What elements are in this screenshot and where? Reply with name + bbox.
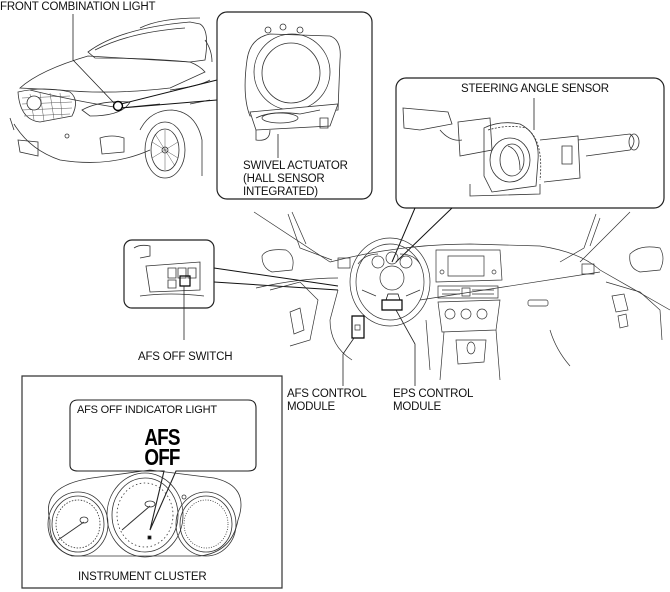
label-instrument-cluster: INSTRUMENT CLUSTER bbox=[78, 571, 207, 583]
label-swivel-actuator-line3: INTEGRATED) bbox=[243, 186, 318, 198]
leader-swivel-top bbox=[121, 80, 217, 104]
label-eps-control-module: EPS CONTROL MODULE bbox=[393, 388, 473, 414]
label-front-combination-light: FRONT COMBINATION LIGHT bbox=[0, 1, 156, 13]
label-afs-control-module: AFS CONTROL MODULE bbox=[287, 388, 367, 414]
leader-front-combination-light bbox=[73, 14, 115, 104]
swivel-actuator-detail-box bbox=[217, 12, 372, 199]
leader-afs-switch-top bbox=[214, 268, 338, 286]
leader-afs-switch-bottom bbox=[214, 282, 338, 290]
label-steering-angle-sensor: STEERING ANGLE SENSOR bbox=[461, 83, 609, 95]
label-afs-off-switch: AFS OFF SWITCH bbox=[138, 351, 233, 363]
afs-off-switch-illustration bbox=[134, 245, 204, 340]
label-swivel-actuator-line1: SWIVEL ACTUATOR bbox=[243, 160, 348, 172]
afs-off-indicator-symbol: AFS OFF bbox=[126, 424, 198, 470]
label-afs-off-indicator-light: AFS OFF INDICATOR LIGHT bbox=[77, 404, 217, 416]
dashboard-illustration bbox=[254, 212, 670, 380]
indicator-symbol-line1: AFS bbox=[144, 424, 180, 450]
label-swivel-actuator: SWIVEL ACTUATOR (HALL SENSOR INTEGRATED) bbox=[243, 160, 348, 199]
indicator-callout-bubble bbox=[70, 400, 256, 530]
steering-angle-sensor-detail-box bbox=[396, 78, 664, 208]
label-afs-control-module-line2: MODULE bbox=[287, 401, 336, 413]
label-afs-control-module-line1: AFS CONTROL bbox=[287, 388, 367, 400]
leader-swivel-bottom bbox=[121, 100, 217, 108]
afs-off-switch-detail-box bbox=[124, 240, 214, 308]
instrument-cluster-illustration bbox=[48, 470, 241, 557]
leader-eps-control-module bbox=[396, 310, 415, 386]
label-swivel-actuator-line2: (HALL SENSOR bbox=[243, 173, 325, 185]
car-front-illustration bbox=[10, 18, 212, 178]
leader-steering-right bbox=[396, 208, 452, 262]
leader-afs-control-module bbox=[343, 338, 354, 354]
label-eps-control-module-line2: MODULE bbox=[393, 401, 442, 413]
steering-angle-sensor-illustration bbox=[403, 108, 639, 196]
label-eps-control-module-line1: EPS CONTROL bbox=[393, 388, 474, 400]
swivel-actuator-illustration bbox=[245, 24, 340, 158]
indicator-symbol-line2: OFF bbox=[144, 444, 180, 470]
